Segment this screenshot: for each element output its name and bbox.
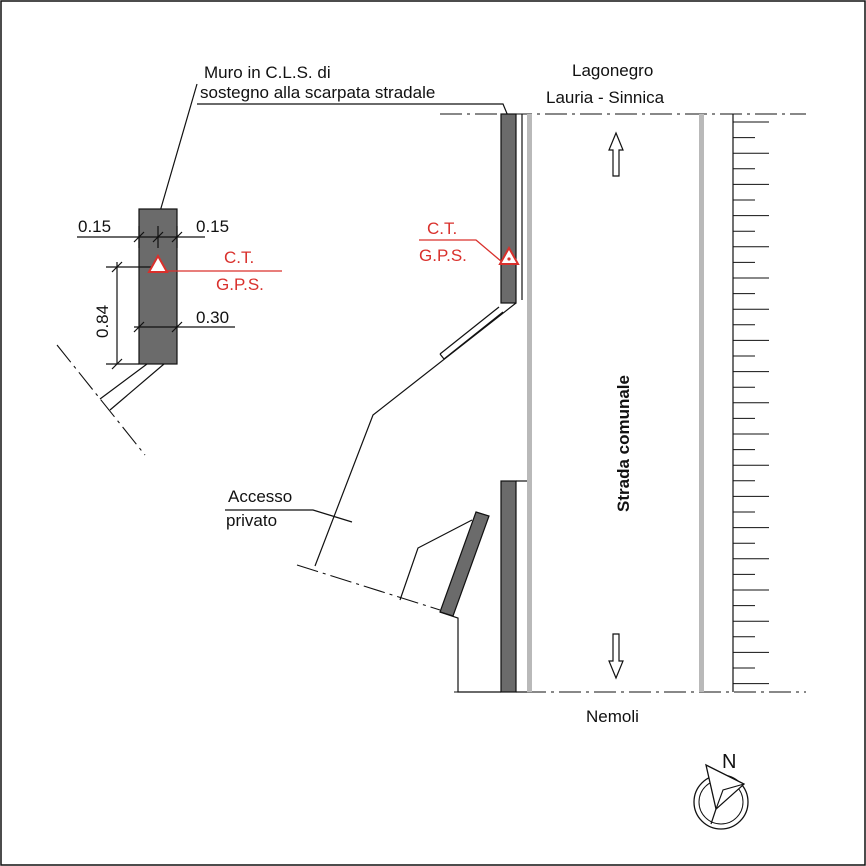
detail-survey-marker-icon xyxy=(147,253,169,273)
plan-survey-marker-icon xyxy=(498,245,520,265)
north-destination-line2: Lauria - Sinnica xyxy=(546,88,665,107)
wall-section-detail: 0.15 0.15 0.84 0.30 C.T. G.P.S. xyxy=(56,208,282,456)
plan-survey-line2: G.P.S. xyxy=(419,246,467,265)
wall-note-line1: Muro in C.L.S. di xyxy=(204,63,331,82)
slope-hatch xyxy=(733,121,769,685)
north-arrow: N xyxy=(693,751,749,830)
wall-note-line2: sostegno alla scarpata stradale xyxy=(200,83,435,102)
access-label-line1: Accesso xyxy=(228,487,292,506)
north-destination-line1: Lagonegro xyxy=(572,61,653,80)
north-label: N xyxy=(722,751,736,773)
access-parapet-wall xyxy=(439,511,490,617)
plan-view: Strada comunale Lagonegro Lauria - Sinni… xyxy=(225,61,806,726)
arrow-north-icon xyxy=(608,131,624,177)
road-edge-right xyxy=(699,114,704,692)
detail-survey-line2: G.P.S. xyxy=(216,275,264,294)
plan-wall-north xyxy=(500,113,517,304)
detail-dim-base: 0.30 xyxy=(196,308,229,327)
detail-survey-line1: C.T. xyxy=(224,248,254,267)
detail-dim-left: 0.15 xyxy=(78,217,111,236)
detail-dim-height: 0.84 xyxy=(93,305,112,338)
arrow-south-icon xyxy=(608,633,624,680)
detail-dim-right: 0.15 xyxy=(196,217,229,236)
road-name: Strada comunale xyxy=(614,375,633,512)
plan-survey-line1: C.T. xyxy=(427,219,457,238)
access-label-line2: privato xyxy=(226,511,277,530)
road-edge-left xyxy=(527,114,532,692)
wall-note: Muro in C.L.S. di sostegno alla scarpata… xyxy=(158,63,509,216)
south-destination: Nemoli xyxy=(586,707,639,726)
plan-wall-south xyxy=(500,480,517,693)
